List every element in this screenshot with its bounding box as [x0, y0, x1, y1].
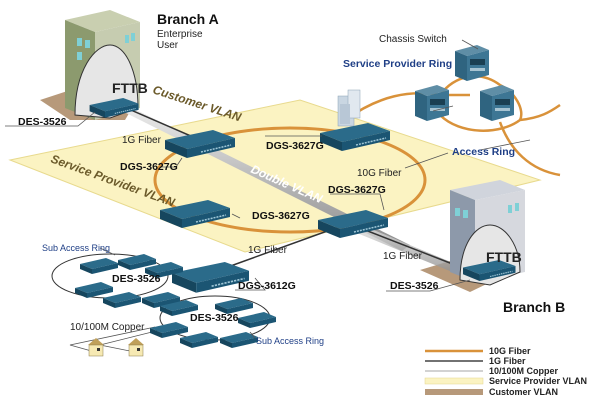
branch-b-building	[450, 180, 525, 286]
chassis-switch-right	[480, 85, 514, 121]
sub-ring-2-switch-label: DES-3526	[190, 312, 239, 324]
chassis-switch-top	[455, 45, 489, 81]
legend: 10G Fiber 1G Fiber 10/100M Copper Servic…	[424, 346, 587, 397]
copper-label: 10/100M Copper	[70, 322, 145, 333]
core-switch-southwest-label: DGS-3627G	[252, 210, 310, 222]
ring-link-label: 10G Fiber	[357, 168, 402, 179]
downlink-1g-access	[224, 229, 331, 269]
branch-b-uplink-label: 1G Fiber	[383, 251, 423, 262]
branch-b-switch-label: DES-3526	[390, 280, 439, 292]
customer-vlan-label: Customer VLAN	[151, 83, 243, 125]
chassis-switch-label: Chassis Switch	[379, 34, 447, 45]
legend-swatch-service-provider-vlan	[424, 377, 484, 385]
legend-label-customer-vlan: Customer VLAN	[489, 387, 558, 397]
branch-a-subtitle-2: User	[157, 40, 179, 51]
access-ring-label: Access Ring	[452, 146, 515, 158]
branch-b-fttb-label: FTTB	[486, 249, 522, 265]
double-vlan-tube	[100, 96, 410, 251]
branch-a-fttb-label: FTTB	[112, 80, 148, 96]
chassis-switch-left	[415, 85, 449, 121]
legend-label-copper: 10/100M Copper	[489, 366, 559, 376]
legend-label-10g-fiber: 10G Fiber	[489, 346, 531, 356]
core-switch-west-label: DGS-3627G	[120, 161, 178, 173]
legend-label-service-provider-vlan: Service Provider VLAN	[489, 376, 587, 386]
branch-a-switch-label: DES-3526	[18, 116, 67, 128]
branch-b-title: Branch B	[503, 299, 565, 315]
branch-a-subtitle-1: Enterprise	[157, 29, 203, 40]
access-ring-10g-fiber	[153, 126, 427, 234]
downlink-label: 1G Fiber	[248, 245, 288, 256]
city-buildings-icon	[337, 89, 361, 127]
legend-label-1g-fiber: 1G Fiber	[489, 356, 526, 366]
service-provider-ring-label: Service Provider Ring	[343, 58, 452, 70]
sub-access-ring-label-2: Sub Access Ring	[256, 336, 324, 346]
branch-a-uplink-label: 1G Fiber	[122, 135, 162, 146]
service-provider-ring	[344, 75, 561, 177]
core-switch-east-label: DGS-3627G	[328, 184, 386, 196]
sub-access-ring-label-1: Sub Access Ring	[42, 243, 110, 253]
legend-swatch-customer-vlan	[425, 389, 483, 395]
aggregation-switch-label: DGS-3612G	[238, 280, 296, 292]
sub-ring-1-switch-label: DES-3526	[112, 273, 161, 285]
house-icon-1	[88, 338, 104, 357]
house-icon-2	[128, 338, 144, 357]
branch-a-title: Branch A	[157, 11, 219, 27]
branch-a-building	[65, 10, 140, 120]
core-switch-north-label: DGS-3627G	[266, 140, 324, 152]
